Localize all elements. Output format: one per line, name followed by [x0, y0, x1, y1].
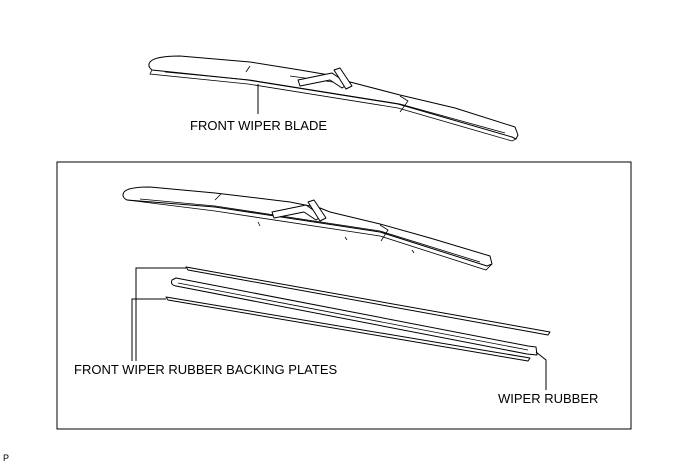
wiper-blade-body-drawing	[122, 186, 493, 271]
front-wiper-blade-label: FRONT WIPER BLADE	[190, 118, 327, 133]
backing-plates-leader-lower	[131, 298, 166, 361]
exploded-view-frame	[56, 161, 632, 430]
front-wiper-blade-drawing	[148, 55, 519, 142]
backing-plates-leader-upper	[135, 267, 186, 361]
wiper-rubber-leader	[535, 351, 547, 390]
wiper-rubber-drawing	[171, 277, 538, 356]
wiper-rubber-label: WIPER RUBBER	[498, 391, 598, 406]
figure-code: P	[3, 453, 9, 463]
backing-plate-lower	[165, 296, 531, 362]
backing-plate-upper	[185, 266, 551, 336]
backing-plates-label: FRONT WIPER RUBBER BACKING PLATES	[74, 362, 338, 377]
